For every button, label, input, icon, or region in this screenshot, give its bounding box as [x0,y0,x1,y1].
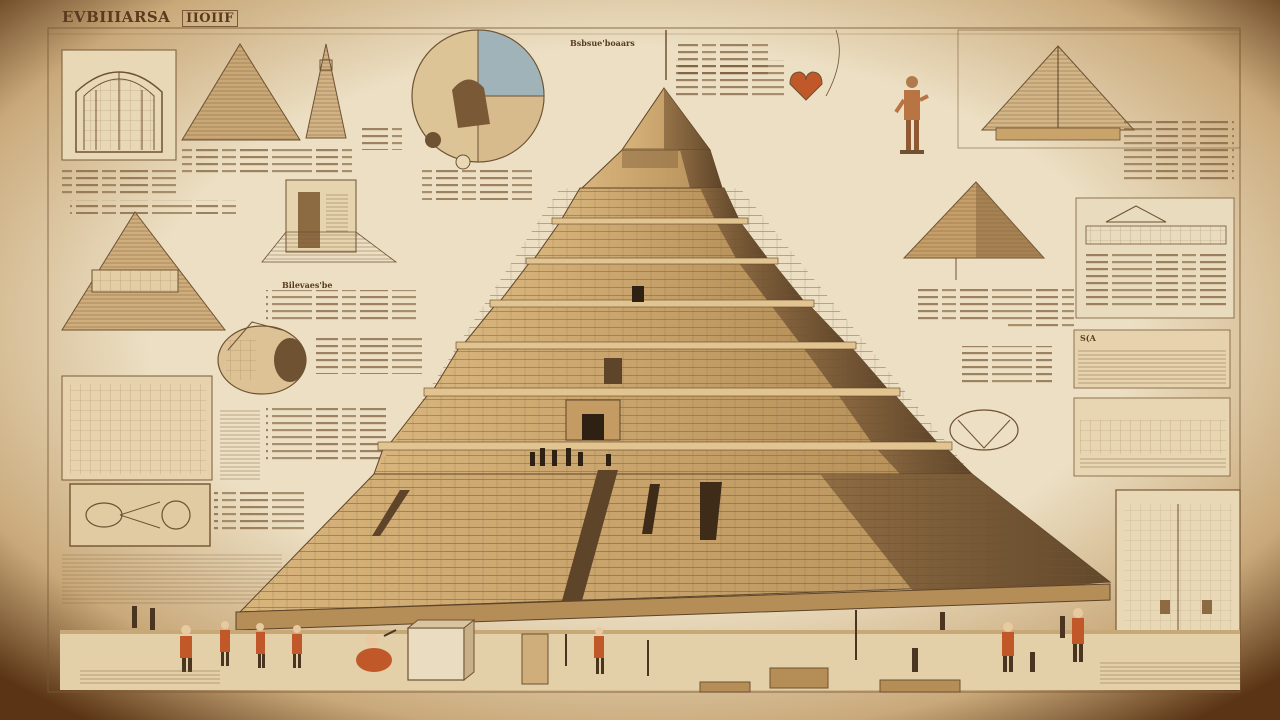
pyramid-sketch-right [902,181,1046,280]
crate-block [406,618,476,682]
pyramid-sketch-top-right [980,45,1136,141]
left-caption: Bilevaes'be [282,280,333,290]
pyramid-sketch-top [181,43,301,141]
pillar-block [521,633,549,685]
statue-icon [894,76,929,154]
grid-table-panel [61,375,213,481]
doorway-sketch [261,179,398,263]
pole-markers [565,610,857,676]
cylinder-sketch [217,321,307,395]
page-title: EVBIIIARSA IIOIIF [62,8,238,27]
workers-group [132,606,1084,674]
title-text: EVBIIIARSA [62,8,171,26]
building-sketch-panel [1075,197,1235,319]
pyramid-sketch-left [61,211,227,331]
heart-icon [789,71,823,101]
center-caption: Bsbsue'boaars [570,38,635,48]
compass-sketch [949,409,1019,451]
worker-with-tool [356,629,397,672]
main-stepped-pyramid [235,87,1112,631]
elevation-panel [1073,397,1231,477]
pie-diagram-icon [411,29,545,170]
striped-panel [1073,329,1231,389]
arch-window-panel [61,49,177,161]
tower-sketch [305,43,347,139]
title-badge: IIOIIF [182,10,238,27]
sled-block [699,667,961,693]
outer-frame [47,27,1241,693]
mechanism-sketch-panel [69,483,211,547]
side-caption: S(A [1080,333,1096,343]
ground-strip [60,630,1240,690]
